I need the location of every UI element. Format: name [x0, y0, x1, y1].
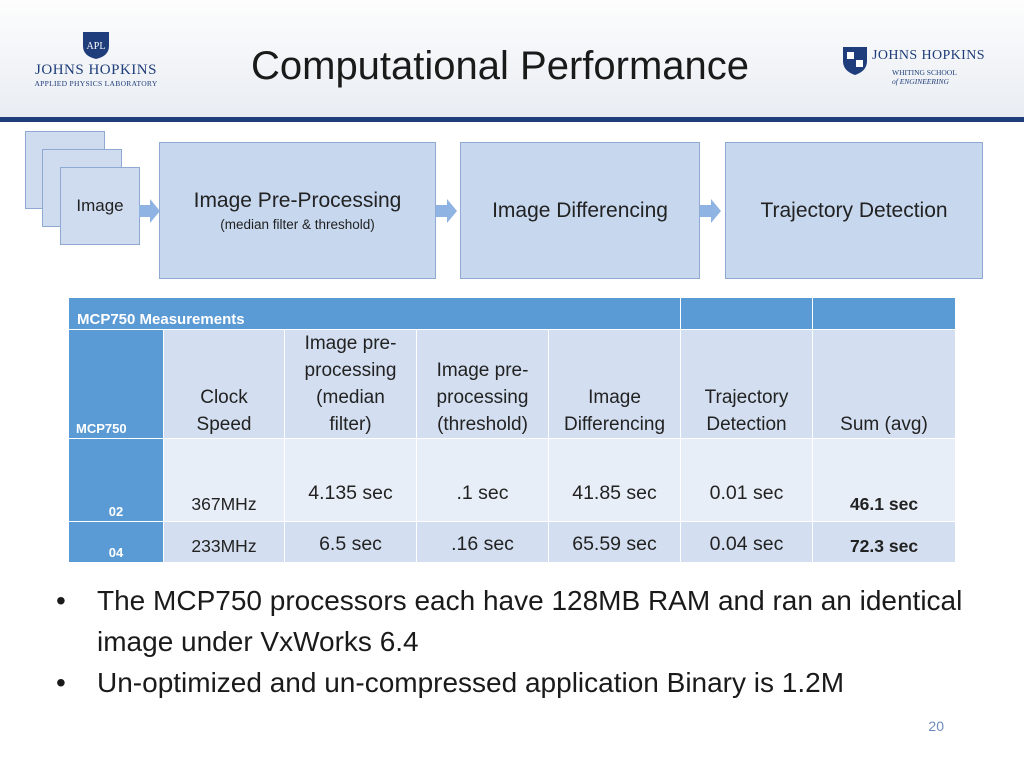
jhu-whiting-logo: Johns Hopkins WHITING SCHOOL of ENGINEER… — [842, 46, 992, 90]
cell-clock: 367MHz — [163, 438, 285, 522]
cell-threshold: .1 sec — [416, 438, 549, 522]
column-header-clock: Clock Speed — [163, 329, 285, 439]
caption-spacer-cell — [812, 297, 956, 330]
stage-trajectory: Trajectory Detection — [725, 142, 983, 279]
logo-right-name: Johns Hopkins — [872, 48, 985, 63]
stage-note: (median filter & threshold) — [220, 217, 375, 232]
cell-trajectory: 0.01 sec — [680, 438, 813, 522]
header-rule — [0, 117, 1024, 122]
arrow-right-icon — [139, 199, 160, 223]
logo-left-name: Johns Hopkins — [35, 62, 157, 78]
cell-clock: 233MHz — [163, 521, 285, 563]
bullet-item: The MCP750 processors each have 128MB RA… — [56, 580, 986, 662]
header-line: Sum (avg) — [840, 414, 928, 435]
header-line: Image pre- — [304, 333, 397, 354]
slide-header: APL Johns Hopkins APPLIED PHYSICS LABORA… — [0, 0, 1024, 117]
cell-differencing: 65.59 sec — [548, 521, 681, 563]
jhu-apl-logo: APL Johns Hopkins APPLIED PHYSICS LABORA… — [26, 30, 166, 92]
bullet-item: Un-optimized and un-compressed applicati… — [56, 662, 986, 703]
stage-label: Image Differencing — [492, 198, 668, 222]
table-caption-row: MCP750 Measurements — [68, 297, 956, 330]
logo-right-line2: of ENGINEERING — [892, 77, 949, 86]
column-header-threshold: Image pre- processing (threshold) — [416, 329, 549, 439]
row-label: 02 — [68, 438, 164, 522]
cell-threshold: .16 sec — [416, 521, 549, 563]
header-line: (median — [316, 387, 385, 408]
page-title: Computational Performance — [250, 44, 750, 88]
logo-left-subtitle: APPLIED PHYSICS LABORATORY — [34, 79, 158, 88]
row-label: 04 — [68, 521, 164, 563]
cell-median: 4.135 sec — [284, 438, 417, 522]
cell-sum: 46.1 sec — [812, 438, 956, 522]
header-line: Trajectory — [704, 387, 789, 408]
column-header-mcp750: MCP750 — [68, 329, 164, 439]
stage-label: Trajectory Detection — [760, 198, 948, 222]
header-line: Clock — [200, 387, 248, 408]
column-header-sum: Sum (avg) — [812, 329, 956, 439]
image-input-label: Image — [76, 196, 124, 215]
header-line: filter) — [329, 414, 372, 435]
header-line: Detection — [706, 414, 787, 435]
caption-spacer-cell — [680, 297, 813, 330]
cell-trajectory: 0.04 sec — [680, 521, 813, 563]
logo-right-line1: WHITING SCHOOL — [892, 68, 957, 77]
header-line: processing — [436, 387, 529, 408]
arrow-right-icon — [436, 199, 457, 223]
column-header-median: Image pre- processing (median filter) — [284, 329, 417, 439]
cell-sum: 72.3 sec — [812, 521, 956, 563]
jhu-shield-icon — [843, 47, 867, 75]
cell-differencing: 41.85 sec — [548, 438, 681, 522]
table-row: 02 367MHz 4.135 sec .1 sec 41.85 sec 0.0… — [68, 438, 956, 522]
stage-preprocessing: Image Pre-Processing (median filter & th… — [159, 142, 436, 279]
header-line: Differencing — [563, 414, 666, 435]
cell-median: 6.5 sec — [284, 521, 417, 563]
table-row: 04 233MHz 6.5 sec .16 sec 65.59 sec 0.04… — [68, 521, 956, 563]
stage-differencing: Image Differencing — [460, 142, 700, 279]
header-line: (threshold) — [437, 414, 528, 435]
header-line: processing — [304, 360, 397, 381]
column-header-trajectory: Trajectory Detection — [680, 329, 813, 439]
measurements-table: MCP750 Measurements MCP750 Clock Speed I… — [68, 297, 956, 563]
header-line: Image — [588, 387, 641, 408]
page-number: 20 — [928, 718, 944, 734]
arrow-right-icon — [700, 199, 721, 223]
header-line: Image pre- — [436, 360, 529, 381]
apl-mark: APL — [87, 41, 106, 52]
table-caption: MCP750 Measurements — [68, 297, 681, 330]
stage-label: Image Pre-Processing — [193, 189, 402, 212]
header-line: Speed — [196, 414, 252, 435]
table-header-row: MCP750 Clock Speed Image pre- processing… — [68, 329, 956, 439]
apl-shield-icon: APL — [83, 32, 109, 59]
image-input-card: Image — [60, 167, 140, 245]
column-header-differencing: Image Differencing — [548, 329, 681, 439]
bullet-list: The MCP750 processors each have 128MB RA… — [56, 580, 986, 703]
